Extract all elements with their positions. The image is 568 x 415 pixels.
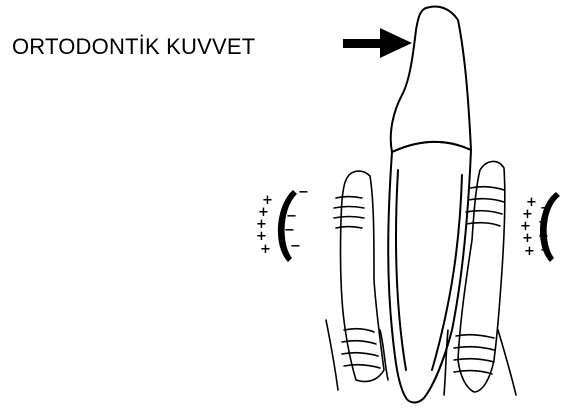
left-charge-indicator: + + + + + − − − −	[256, 185, 309, 262]
left-minus-1: −	[298, 185, 309, 200]
left-minus-2: −	[286, 209, 297, 224]
right-minus-2: −	[538, 215, 549, 230]
left-minus-3: −	[284, 223, 295, 238]
right-minus-3: −	[538, 229, 549, 244]
force-arrow-icon	[343, 28, 412, 58]
left-minus-4: −	[290, 239, 301, 254]
left-plus-5: +	[260, 242, 271, 257]
left-bone-septum	[326, 171, 388, 390]
cemento-enamel-junction	[392, 142, 471, 152]
right-minus-4: −	[540, 243, 551, 258]
right-charge-indicator: + + + + + − − − −	[520, 192, 560, 262]
root-inner-line	[396, 170, 406, 370]
right-bone-septum	[444, 161, 516, 395]
tooth-crown	[391, 7, 471, 153]
right-plus-5: +	[524, 244, 535, 259]
right-minus-1: −	[540, 201, 551, 216]
